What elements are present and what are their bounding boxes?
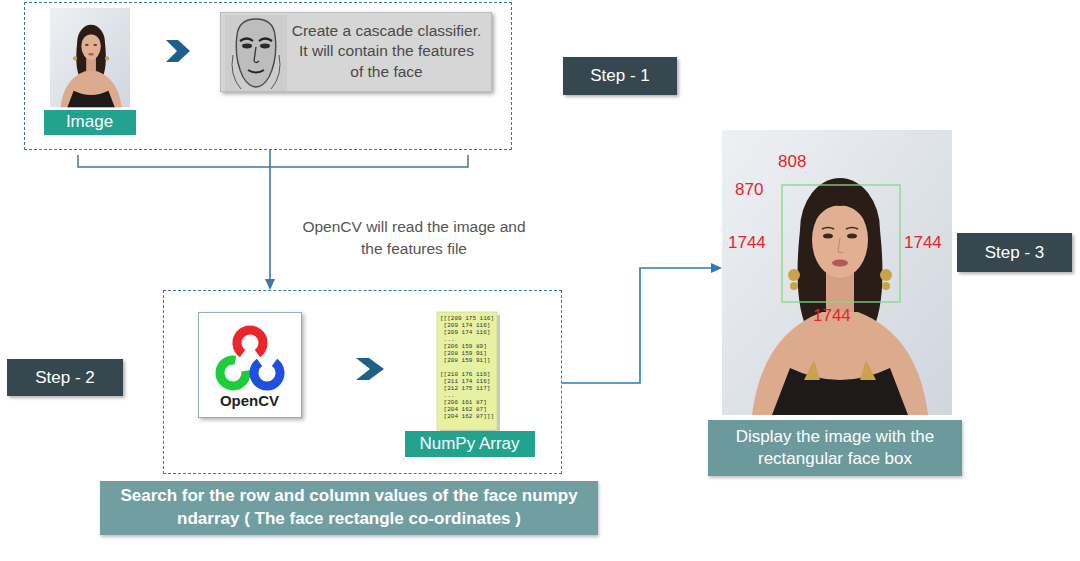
face-features-sketch xyxy=(225,15,287,91)
node-text: Display the image with the rectangular f… xyxy=(716,426,954,470)
dimension-number: 1744 xyxy=(904,233,942,253)
array-row-text: [[[209 175 116] xyxy=(440,315,494,322)
step-group-box: OpenCV NumPy Array xyxy=(163,290,562,474)
array-row-text: [[210 176 116] xyxy=(440,371,490,378)
opencv-logo-box: OpenCV xyxy=(198,312,302,418)
opencv-logo xyxy=(199,319,301,395)
chevron-arrow xyxy=(166,40,190,62)
image-label: Image xyxy=(44,110,136,135)
arrowhead xyxy=(265,279,275,290)
node-text: OpenCV xyxy=(220,392,279,409)
bracket xyxy=(78,155,468,167)
node-text: Step - 3 xyxy=(985,243,1045,263)
connector-arrow xyxy=(562,263,722,383)
node-text: Step - 2 xyxy=(35,368,95,388)
array-row-text: ... xyxy=(444,392,455,399)
array-row-text: ... xyxy=(444,336,455,343)
caption-band: Search for the row and column values of … xyxy=(100,481,598,535)
array-row-text: [211 174 116] xyxy=(444,378,491,385)
thumbnail-photo xyxy=(50,8,130,107)
arrowhead xyxy=(711,263,722,273)
result-band: Display the image with the rectangular f… xyxy=(708,420,962,476)
dimension-number: 870 xyxy=(735,180,763,200)
step-group-box: Image Create a cascade classifier. It wil… xyxy=(24,2,512,150)
array-row-text: [208 159 91] xyxy=(444,350,487,357)
dimension-number: 1744 xyxy=(813,306,851,326)
node-text: NumPy Array xyxy=(419,434,519,454)
dimension-number: 1744 xyxy=(728,233,766,253)
step-label: Step - 2 xyxy=(7,359,123,396)
connector-arrow xyxy=(265,150,275,290)
array-row-text: [206 161 87] xyxy=(444,399,487,406)
connector-line xyxy=(269,150,271,280)
node-text: Image xyxy=(66,112,113,132)
dimension-number: 808 xyxy=(778,152,806,172)
array-row-text: [204 162 87]]] xyxy=(444,413,494,420)
chevron-arrow xyxy=(356,358,384,380)
numpy-array-image xyxy=(437,312,497,430)
node-text: Step - 1 xyxy=(590,66,650,86)
array-row-text: [208 159 91]] xyxy=(444,357,491,364)
array-row-text: [209 174 116] xyxy=(444,322,491,329)
node-text: Search for the row and column values of … xyxy=(110,485,588,531)
numpy-label: NumPy Array xyxy=(405,431,535,457)
array-row-text: [204 162 87] xyxy=(444,406,487,413)
step-label: Step - 1 xyxy=(563,57,677,95)
connector-line xyxy=(562,268,712,383)
array-row-text: [212 175 117] xyxy=(444,385,491,392)
classifier-box: Create a cascade classifier. It will con… xyxy=(220,12,492,92)
node-text: Create a cascade classifier. It will con… xyxy=(291,21,483,81)
edge-label: OpenCV will read the image and the featu… xyxy=(296,216,532,261)
step-label: Step - 3 xyxy=(957,233,1072,272)
face-photo xyxy=(722,130,952,415)
array-row-text: [209 174 116] xyxy=(444,329,491,336)
array-row-text: [206 159 89] xyxy=(444,343,487,350)
result-photo: 808 870 1744 1744 1744 xyxy=(722,130,952,415)
